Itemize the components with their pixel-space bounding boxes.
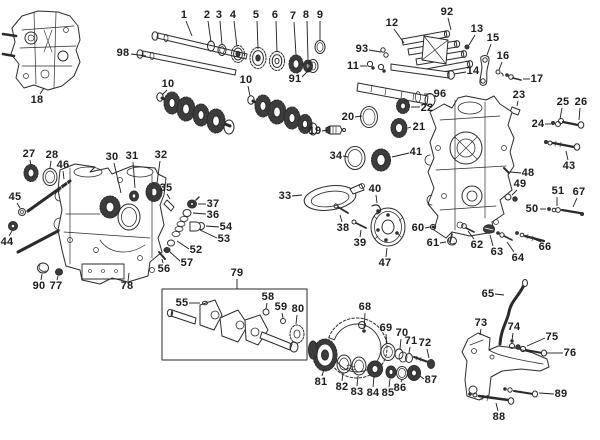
- part-crankcase-right-half: [425, 96, 514, 242]
- part-hardware-right: [430, 119, 583, 246]
- part-pin-23: [510, 107, 520, 115]
- part-pushrod-tubes: [137, 32, 247, 75]
- part-crankshaft-box: [162, 289, 307, 360]
- part-damper-47: [371, 208, 405, 246]
- part-shaft-96: [357, 83, 435, 107]
- part-camshaft-right: [248, 95, 317, 135]
- part-hardware-16-17: [496, 70, 521, 80]
- part-camshaft-left: [157, 92, 234, 134]
- part-shaft-14: [391, 64, 454, 79]
- part-crankcase-assembled: [3, 11, 80, 90]
- part-lever-15: [480, 56, 489, 86]
- part-bracket-hardware: [469, 340, 547, 404]
- part-dipstick-65: [500, 280, 528, 345]
- part-relief-valve: [159, 197, 205, 259]
- part-seals-bearings: [326, 99, 410, 172]
- part-gear-row: [208, 41, 326, 74]
- part-bearing-row: [309, 339, 435, 381]
- part-crankcase-left-half: [54, 164, 166, 284]
- part-oil-strainer: [303, 182, 381, 228]
